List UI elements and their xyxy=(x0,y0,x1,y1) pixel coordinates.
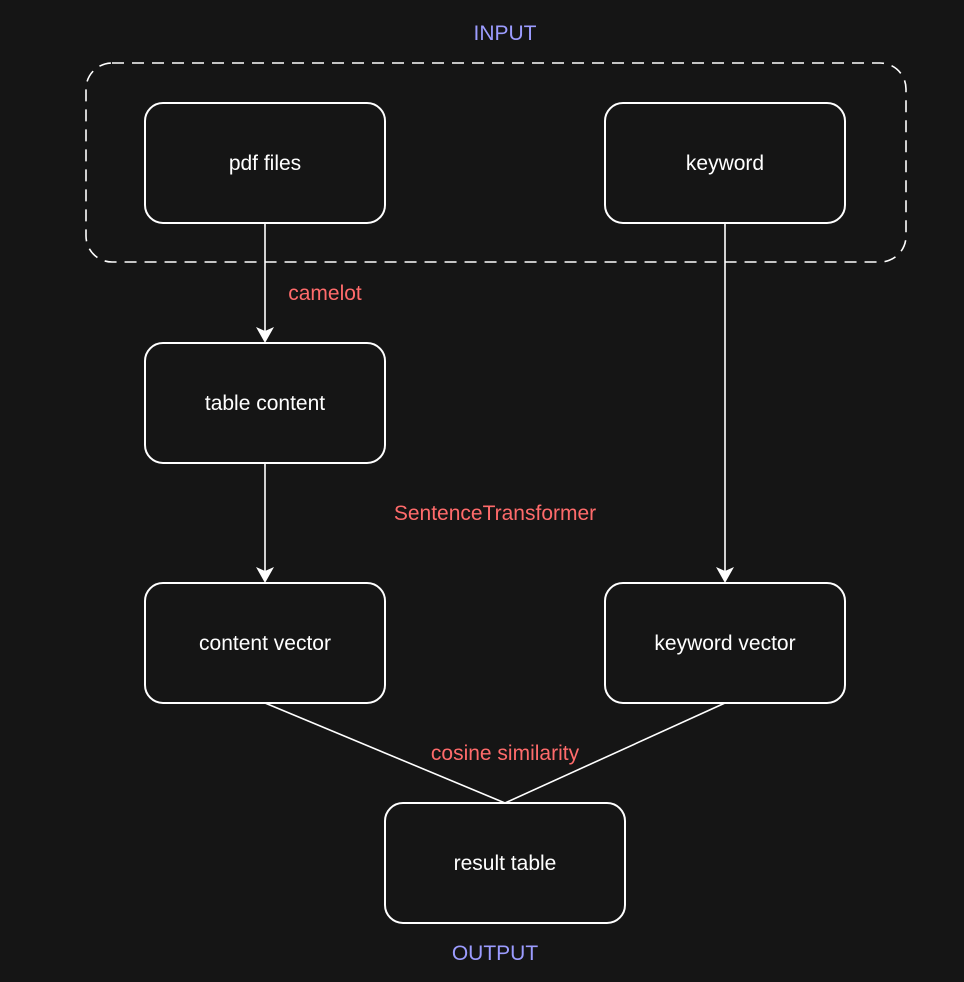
node-result-table-label: result table xyxy=(454,852,557,875)
node-content-vector[interactable]: content vector xyxy=(144,582,386,704)
edge-label-sentence-transformer: SentenceTransformer xyxy=(394,502,596,525)
edge-label-camelot: camelot xyxy=(288,282,362,305)
arrowhead-keyword-vector xyxy=(716,567,734,583)
input-group-box xyxy=(85,62,907,263)
arrowhead-content-vector xyxy=(256,567,274,583)
node-keyword-vector-label: keyword vector xyxy=(654,632,795,655)
node-table-content-label: table content xyxy=(205,392,325,415)
node-pdf-files-label: pdf files xyxy=(229,152,301,175)
node-result-table[interactable]: result table xyxy=(384,802,626,924)
node-keyword-label: keyword xyxy=(686,152,764,175)
node-content-vector-label: content vector xyxy=(199,632,331,655)
output-label: OUTPUT xyxy=(452,942,539,965)
input-group-label: INPUT xyxy=(474,22,537,45)
node-table-content[interactable]: table content xyxy=(144,342,386,464)
node-keyword[interactable]: keyword xyxy=(604,102,846,224)
edge-content-vector-to-result xyxy=(264,702,506,804)
arrowhead-table-content xyxy=(256,327,274,343)
node-pdf-files[interactable]: pdf files xyxy=(144,102,386,224)
node-keyword-vector[interactable]: keyword vector xyxy=(604,582,846,704)
edge-keyword-vector-to-result xyxy=(504,702,726,804)
edge-label-cosine-similarity: cosine similarity xyxy=(431,742,580,765)
